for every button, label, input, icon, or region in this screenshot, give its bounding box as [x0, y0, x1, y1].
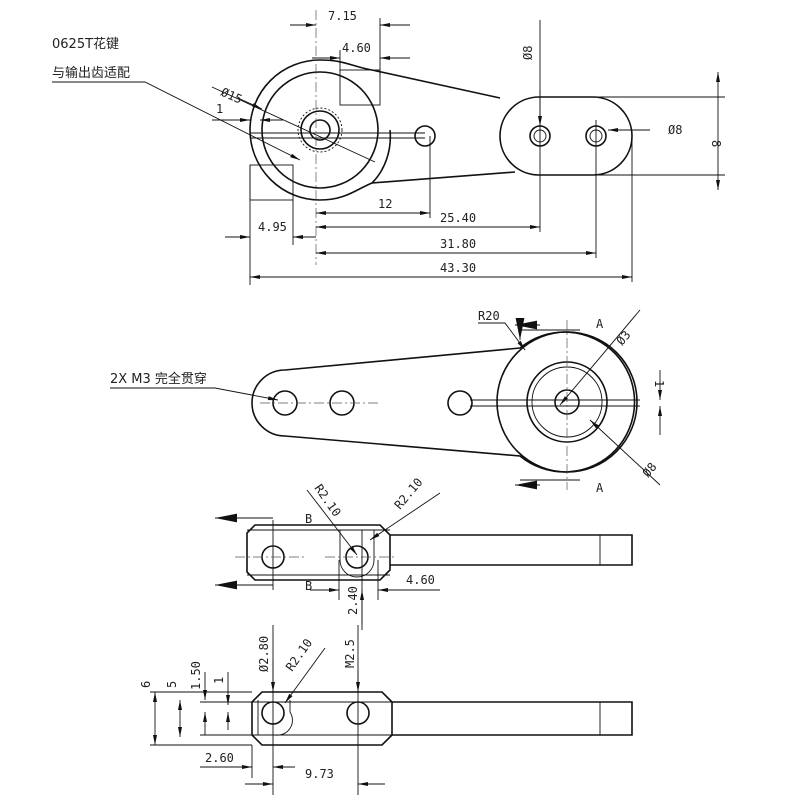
dim-1-50: 1.50 — [189, 661, 203, 690]
section-a-view: 6 5 1.50 1 Ø2.80 R2.10 M2.5 2.60 9.73 — [139, 625, 633, 795]
dim-4-60: 4.60 — [342, 41, 371, 55]
arm-outline — [251, 331, 636, 473]
plan-view: A A R20 Ø3 Ø8 1 2X M3 完全贯穿 — [110, 309, 666, 495]
spline-note: 0625T花键 — [52, 36, 119, 52]
dim-8: 8 — [709, 140, 723, 147]
dim-r20: R20 — [478, 309, 500, 323]
hub-flat — [249, 164, 294, 201]
dim-1: 1 — [216, 102, 223, 116]
dim-1: 1 — [652, 380, 666, 387]
section-label-b: B — [305, 512, 312, 526]
dim-9-73: 9.73 — [305, 767, 334, 781]
hub-outline — [249, 59, 516, 201]
dim-1: 1 — [212, 677, 226, 684]
dim-43-30: 43.30 — [440, 261, 476, 275]
section-label-a: A — [596, 317, 604, 331]
section-label-a: A — [596, 481, 604, 495]
hub-flat — [339, 69, 381, 106]
dim-4-60: 4.60 — [406, 573, 435, 587]
slot-hole — [414, 125, 436, 147]
dim-dia-3: Ø3 — [614, 328, 634, 348]
section-b-view: B B R2.10 R2.10 4.60 2.40 — [215, 475, 633, 630]
dim-7-15: 7.15 — [328, 9, 357, 23]
dim-6: 6 — [139, 681, 153, 688]
dim-r2-10: R2.10 — [312, 482, 344, 520]
top-view: 7.15 4.60 0625T花键 与输出齿适配 Ø15 1 4.95 12 2… — [52, 9, 725, 285]
spline-note: 与输出齿适配 — [52, 65, 130, 81]
spline-gear — [297, 107, 343, 153]
dim-dia-2-80: Ø2.80 — [257, 636, 271, 672]
arm-end-oval — [499, 96, 633, 176]
slot-hole — [447, 390, 473, 416]
dim-4-95: 4.95 — [258, 220, 287, 234]
dim-2-40: 2.40 — [346, 586, 360, 615]
holes-note: 2X M3 完全贯穿 — [110, 371, 207, 387]
dim-dia-8: Ø8 — [521, 46, 535, 60]
dim-m2-5: M2.5 — [343, 639, 357, 668]
dim-25-40: 25.40 — [440, 211, 476, 225]
section-label-b: B — [305, 579, 312, 593]
dim-dia-8: Ø8 — [640, 460, 660, 480]
dim-2-60: 2.60 — [205, 751, 234, 765]
dim-31-80: 31.80 — [440, 237, 476, 251]
dim-5: 5 — [165, 681, 179, 688]
dim-dia-8: Ø8 — [668, 123, 682, 137]
dim-12: 12 — [378, 197, 392, 211]
